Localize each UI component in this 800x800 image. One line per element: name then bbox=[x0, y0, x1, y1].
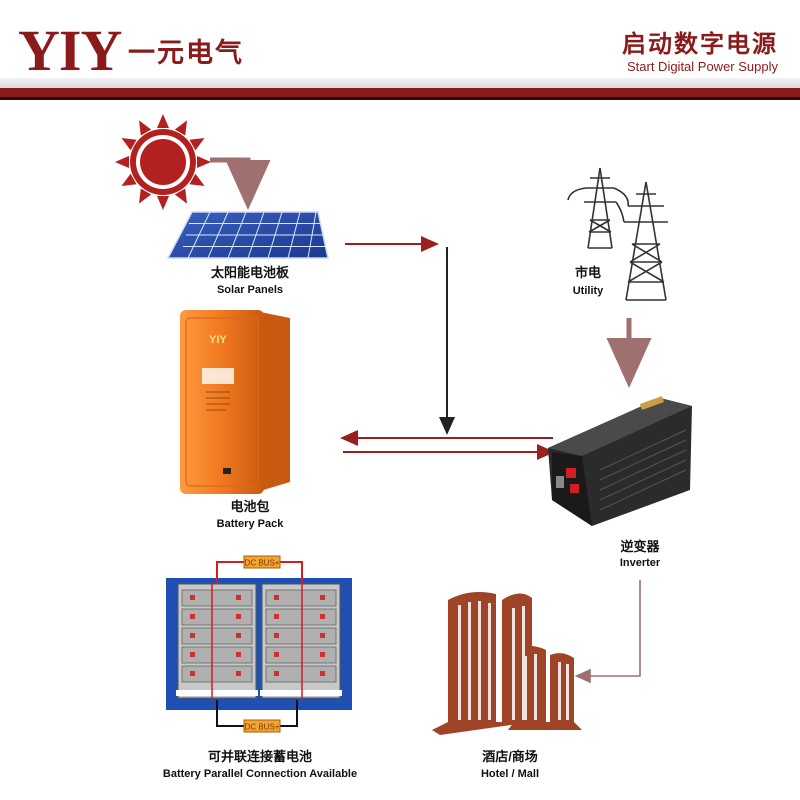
sun-to-panel-arrow bbox=[210, 157, 271, 210]
battery-pack-device bbox=[180, 310, 290, 494]
header-band-dark bbox=[0, 97, 800, 100]
inverter-to-hotel-arrow bbox=[574, 580, 641, 684]
sun-icon bbox=[115, 114, 211, 210]
battery-pack-logo: YIY bbox=[209, 334, 227, 346]
brand-logo: YIY bbox=[18, 18, 122, 83]
battery-parallel-label-cn: 可并联连接蓄电池 bbox=[207, 749, 312, 764]
brand-name-cn: 一元电气 bbox=[128, 38, 244, 68]
header-band-red bbox=[0, 88, 800, 97]
utility-label-cn: 市电 bbox=[574, 265, 601, 280]
dc-bus-label-top: DC BUS+ bbox=[245, 559, 280, 568]
solar-panel-icon bbox=[166, 211, 329, 259]
slogan-cn: 启动数字电源 bbox=[622, 31, 778, 58]
power-tower-icon bbox=[567, 167, 668, 301]
inverter-label-en: Inverter bbox=[619, 557, 661, 569]
header: YIY 一元电气 启动数字电源 Start Digital Power Supp… bbox=[0, 0, 800, 100]
header-band-gray bbox=[0, 78, 800, 88]
solar-label-cn: 太阳能电池板 bbox=[210, 265, 289, 280]
battery-pack-label-en: Battery Pack bbox=[216, 518, 284, 530]
solar-label-en: Solar Panels bbox=[216, 284, 284, 296]
slogan-en: Start Digital Power Supply bbox=[626, 59, 778, 74]
dc-bus-label-bottom: DC BUS+ bbox=[245, 723, 280, 732]
inverter-label-cn: 逆变器 bbox=[620, 539, 660, 554]
battery-pack-label-cn: 电池包 bbox=[230, 499, 270, 514]
hotel-label-en: Hotel / Mall bbox=[480, 768, 540, 780]
utility-label-en: Utility bbox=[572, 285, 604, 297]
hotel-label-cn: 酒店/商场 bbox=[482, 749, 538, 764]
inverter-device bbox=[548, 396, 692, 526]
battery-parallel-label-en: Battery Parallel Connection Available bbox=[162, 768, 358, 780]
building-icon bbox=[432, 592, 582, 735]
battery-rack-icon bbox=[166, 555, 352, 733]
